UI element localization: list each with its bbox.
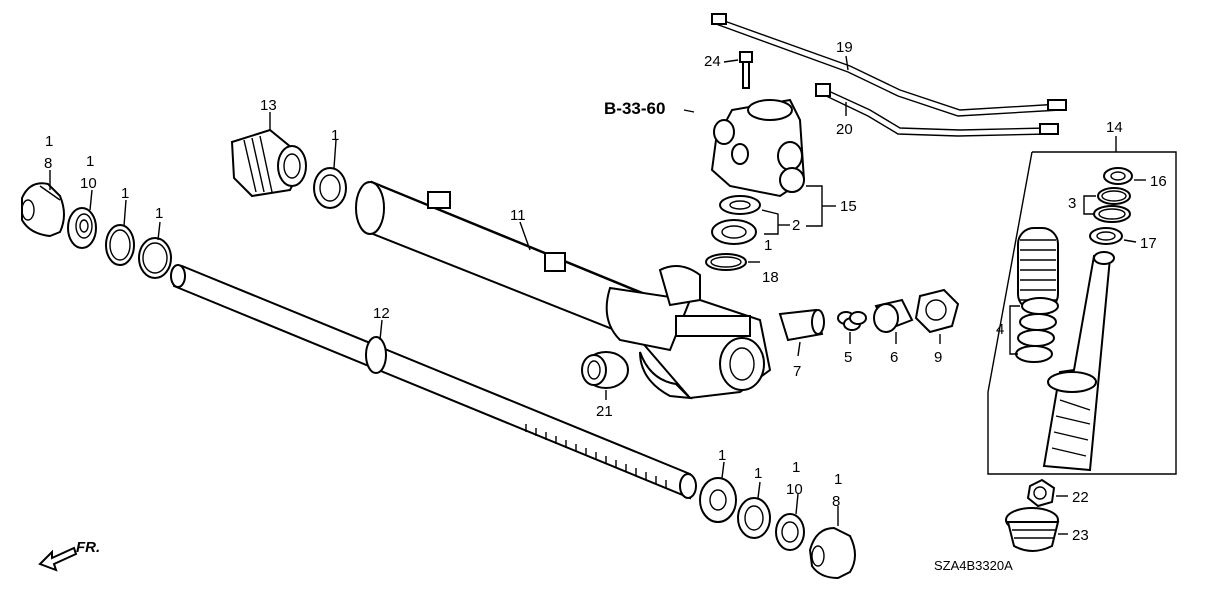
callout-11: 11 <box>510 207 526 224</box>
part-16 <box>1103 167 1133 185</box>
callout-21: 21 <box>596 403 613 420</box>
ring-1-left-a <box>105 224 135 266</box>
part-4-seals <box>1015 297 1059 363</box>
callout-8-left-qty: 1 <box>45 133 53 150</box>
callout-10-left-qty: 1 <box>86 153 94 170</box>
part-10-left <box>67 207 97 249</box>
callout-23: 23 <box>1072 527 1089 544</box>
part-2-bearings <box>711 195 761 245</box>
bearing-1-upper <box>313 167 347 209</box>
bearing-1-lower <box>699 477 737 523</box>
part-14-group-box <box>987 151 1177 475</box>
callout-24: 24 <box>704 53 721 70</box>
callout-20: 20 <box>836 121 853 138</box>
part-3-seals <box>1093 187 1131 223</box>
part-10-right <box>775 513 805 551</box>
part-8-right <box>808 526 856 580</box>
part-15-valve-body <box>710 98 806 198</box>
part-18-ring <box>705 253 747 271</box>
callout-13: 13 <box>260 97 277 114</box>
part-22-nut <box>1026 478 1056 508</box>
callout-7: 7 <box>793 363 801 380</box>
callout-10-left: 10 <box>80 175 97 192</box>
ring-1-lower <box>737 497 771 539</box>
callout-9: 9 <box>934 349 942 366</box>
callout-8-right-qty: 1 <box>834 471 842 488</box>
callout-8-left: 8 <box>44 155 52 172</box>
callout-16: 16 <box>1150 173 1167 190</box>
callout-10-right: 10 <box>786 481 803 498</box>
callout-12: 12 <box>373 305 390 322</box>
callout-1-bearing: 1 <box>331 127 339 144</box>
callout-1-ring-a: 1 <box>121 185 129 202</box>
part-11-housing <box>355 180 772 400</box>
part-20-pipe <box>815 83 1059 137</box>
front-direction-label: FR. <box>76 539 100 556</box>
part-6-plug <box>873 298 914 333</box>
drawing-code: SZA4B3320A <box>934 558 1013 573</box>
part-17 <box>1089 227 1123 245</box>
front-direction-arrow-icon <box>38 546 78 572</box>
part-24-bolt <box>739 51 753 89</box>
callout-1-lower-bearing: 1 <box>718 447 726 464</box>
callout-15: 15 <box>840 198 857 215</box>
callout-6: 6 <box>890 349 898 366</box>
callout-10-right-qty: 1 <box>792 459 800 476</box>
reference-b-33-60: B-33-60 <box>604 99 665 118</box>
part-8-left <box>21 182 65 238</box>
part-12-rack <box>170 264 697 500</box>
part-19-pipe <box>711 13 1067 117</box>
part-21-seal <box>581 351 629 389</box>
callout-8-right: 8 <box>832 493 840 510</box>
ring-1-left-b <box>138 237 172 279</box>
pinion-shaft <box>1042 251 1115 472</box>
part-23-cap <box>1005 507 1060 552</box>
callout-2: 2 <box>792 217 800 234</box>
callout-3: 3 <box>1068 195 1076 212</box>
callout-4: 4 <box>996 321 1004 338</box>
callout-17: 17 <box>1140 235 1157 252</box>
part-13 <box>230 128 307 198</box>
callout-19: 19 <box>836 39 853 56</box>
callout-22: 22 <box>1072 489 1089 506</box>
callout-1-lower-ring: 1 <box>754 465 762 482</box>
part-7-rack-guide <box>778 308 825 342</box>
callout-5: 5 <box>844 349 852 366</box>
part-5-spring <box>837 311 867 331</box>
callout-1-ring-b: 1 <box>155 205 163 222</box>
callout-18: 18 <box>762 269 779 286</box>
callout-1-ring-18: 1 <box>764 237 772 254</box>
callout-14: 14 <box>1106 119 1123 136</box>
part-9-locknut <box>914 288 960 334</box>
